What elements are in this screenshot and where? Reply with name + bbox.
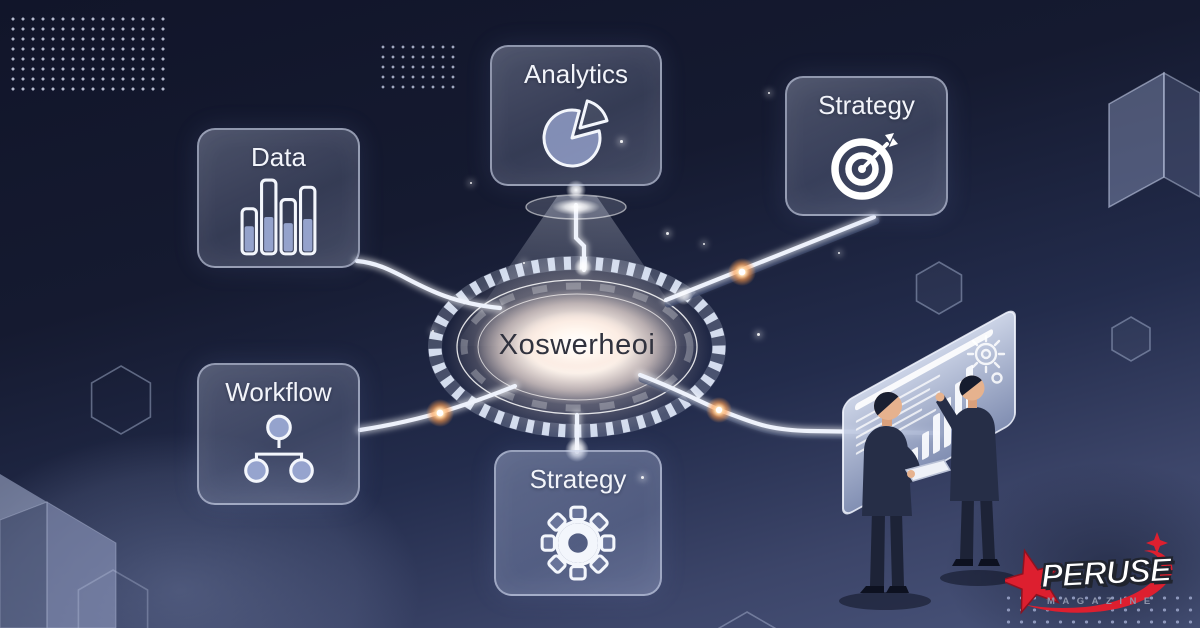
sparkle-dot (757, 333, 760, 336)
card-title: Workflow (225, 377, 332, 407)
brand-logo: PERUSE MAGAZINE (1005, 530, 1197, 626)
brand-logo-art (1005, 532, 1173, 615)
businessperson-figure (935, 375, 1016, 586)
card-strategy-top: Strategy (785, 76, 948, 216)
swoosh-icon (1023, 550, 1173, 613)
card-title: Strategy (529, 464, 627, 494)
card-data: Data (197, 128, 360, 268)
brand-name: PERUSE (1039, 550, 1172, 595)
card-title: Analytics (523, 59, 629, 89)
hexagon-decor (77, 569, 149, 628)
sparkle-dot (523, 262, 525, 264)
sparkle-dot (470, 182, 472, 184)
sparkle-dot (432, 330, 434, 332)
target-icon (830, 133, 898, 200)
sparkle-dot (620, 140, 623, 143)
card-strategy-bottom: Strategy (494, 450, 662, 596)
card-analytics: Analytics (490, 45, 662, 186)
sparkle-dot (641, 476, 644, 479)
sparkle-dot (768, 92, 770, 94)
sparkle-dot (666, 232, 669, 235)
sparkle-dot (838, 252, 840, 254)
card-title: Data (251, 142, 306, 172)
board-gear-icon (966, 334, 1006, 384)
hexagon-decor (90, 365, 152, 435)
sparkle-dot (703, 243, 705, 245)
dot-grid (8, 14, 168, 96)
card-title: Strategy (818, 90, 915, 120)
connector-hub-to-strategy-top (663, 214, 877, 303)
card-workflow: Workflow (197, 363, 360, 505)
businessperson-figure (839, 392, 952, 610)
cube-decor (0, 474, 117, 628)
star-icon (1005, 548, 1063, 615)
brand-tagline: MAGAZINE (1047, 596, 1158, 607)
glow-node-orange (426, 258, 756, 427)
connector-hub-to-analytics (573, 202, 587, 273)
dot-grid (378, 42, 458, 94)
hexagon-decor (915, 261, 963, 315)
bar-chart-icon (240, 178, 316, 256)
hexagon-decor (1111, 316, 1151, 362)
org-chart-icon (243, 414, 314, 483)
hub-label: Xoswerheoi (498, 328, 656, 361)
sparkle-icon (1146, 532, 1168, 554)
connector-hub-to-data (354, 258, 503, 311)
gear-icon (540, 505, 616, 581)
pie-chart-icon (542, 99, 609, 168)
cube-decor (1108, 71, 1200, 209)
